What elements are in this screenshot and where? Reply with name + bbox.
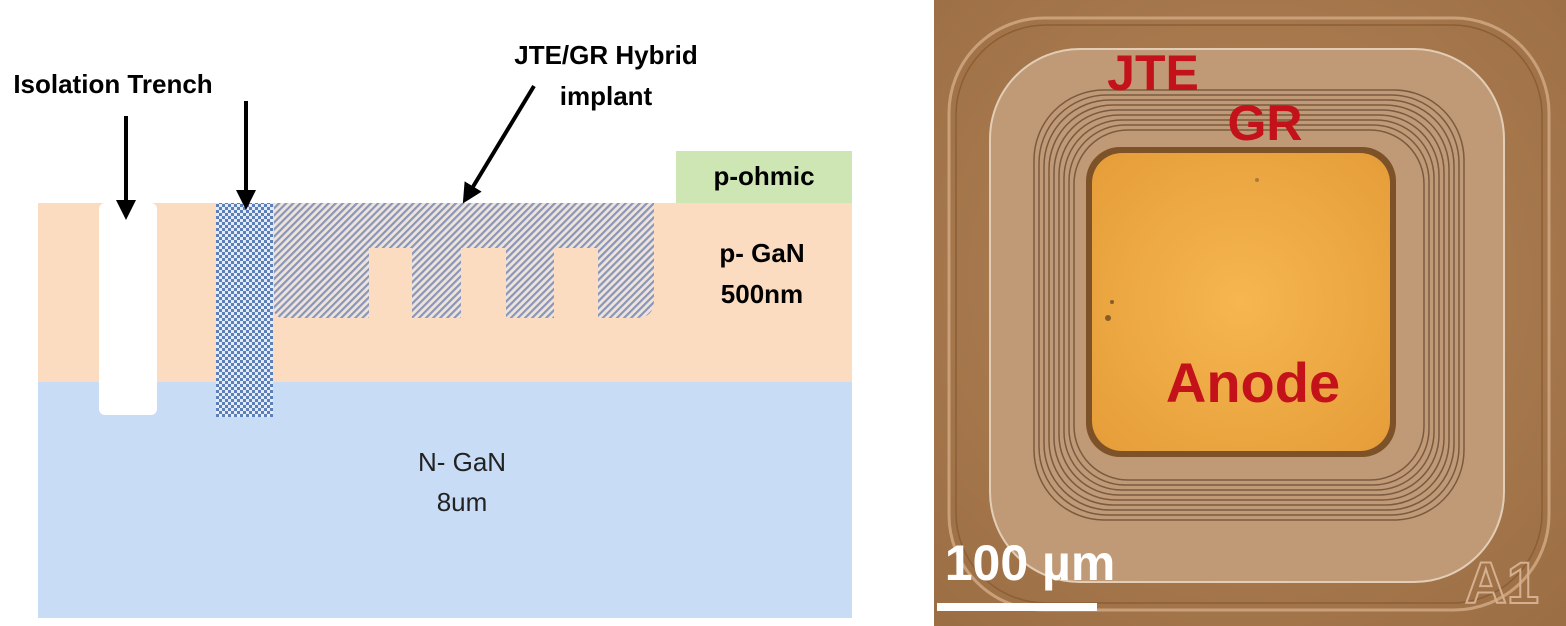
anode-defect	[1105, 315, 1111, 321]
jte-gr-label-line2: implant	[560, 81, 653, 111]
gr-label: GR	[1228, 95, 1303, 151]
n-gan-label-line2: 8um	[437, 487, 488, 517]
isolation-trench	[99, 203, 157, 415]
anode-pad	[1092, 153, 1390, 451]
n-gan-layer	[38, 382, 852, 618]
gr-ring-8	[1068, 124, 1430, 486]
p-gan-label-line2: 500nm	[721, 279, 803, 309]
p-ohmic-contact	[676, 151, 852, 203]
gr-ring-2	[1038, 94, 1460, 516]
anode-defect	[1255, 178, 1259, 182]
gr-ring-7	[1063, 119, 1435, 491]
p-ohmic-label: p-ohmic	[713, 161, 814, 191]
outer-boundary-ring-inner	[955, 24, 1543, 604]
jte-gr-label-line1: JTE/GR Hybrid	[514, 40, 697, 70]
anode-label: Anode	[1166, 351, 1340, 414]
scale-bar	[937, 603, 1097, 611]
jte-label: JTE	[1107, 45, 1199, 101]
gr-ring-5	[1053, 109, 1445, 501]
checker-implant-region	[216, 203, 273, 417]
gr-ring-9	[1073, 129, 1425, 481]
die-id-label: A1	[1465, 551, 1539, 616]
gr-ring-4	[1048, 104, 1450, 506]
outer-boundary-ring	[947, 16, 1551, 612]
n-gan-label-line1: N- GaN	[418, 447, 506, 477]
jte-gr-hybrid-implant	[274, 203, 654, 318]
jte-arrow-icon	[462, 84, 536, 204]
isolation-trench-label: Isolation Trench	[13, 69, 212, 99]
gr-ring-1	[1033, 89, 1465, 521]
p-gan-label-line1: p- GaN	[719, 238, 804, 268]
gr-ring-3	[1043, 99, 1455, 511]
micrograph: JTE GR Anode A1 100 µm	[934, 0, 1566, 626]
cross-section-diagram: Isolation Trench JTE/GR Hybrid implant p…	[13, 40, 852, 618]
anode-defect	[1110, 300, 1114, 304]
gr-ring-6	[1058, 114, 1440, 496]
scale-bar-label: 100 µm	[945, 535, 1116, 591]
